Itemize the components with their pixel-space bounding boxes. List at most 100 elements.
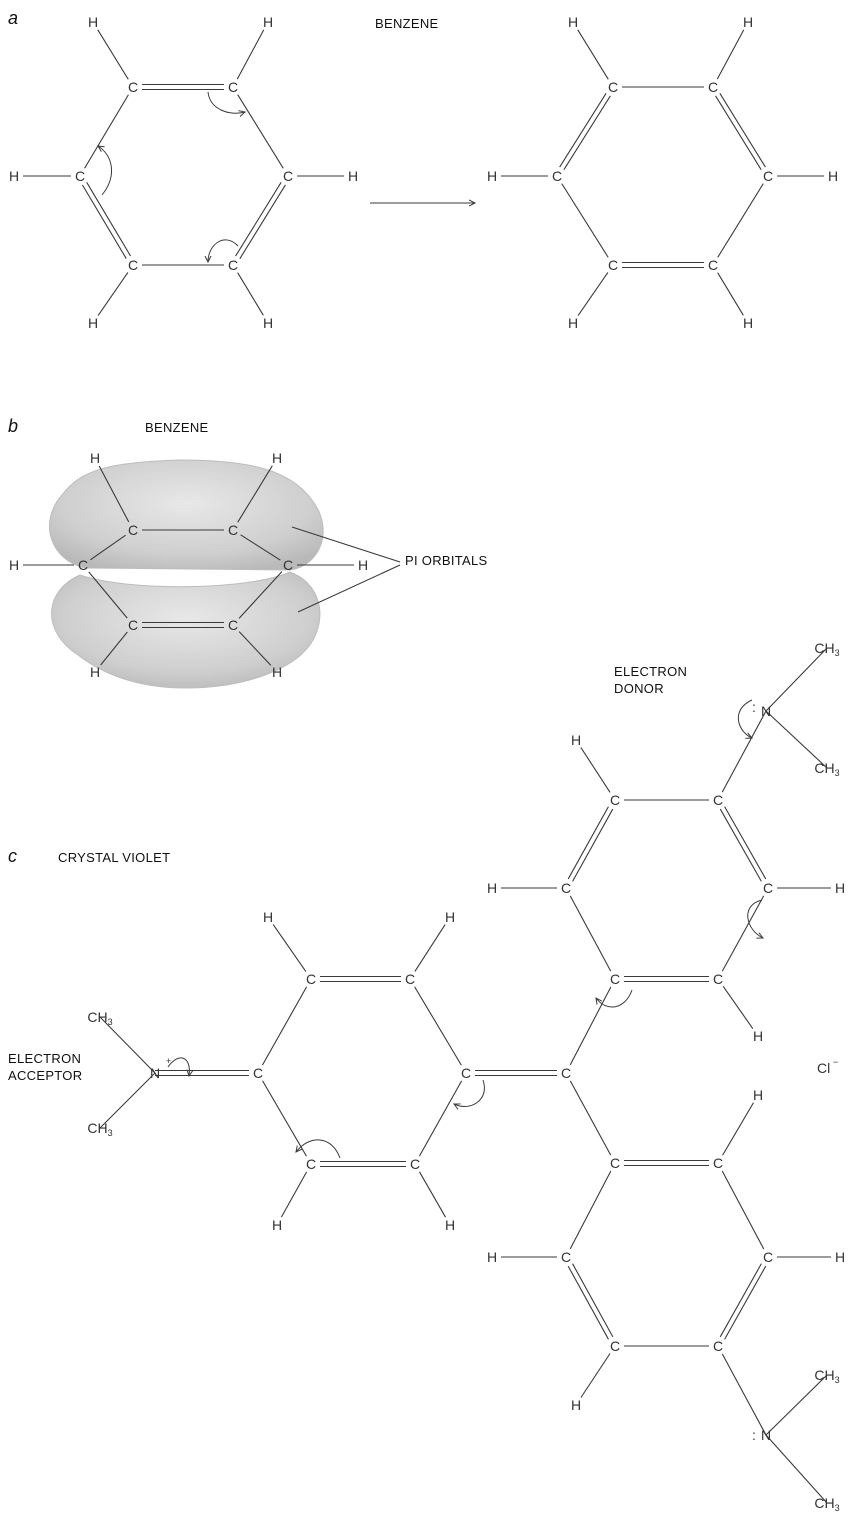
c-h-bond bbox=[236, 29, 265, 80]
hydrogen-atom: H bbox=[487, 1249, 497, 1265]
molecule-bond bbox=[721, 1170, 765, 1250]
molecule-bond bbox=[572, 1263, 614, 1338]
molecule-bond bbox=[580, 1353, 611, 1398]
carbon-atom: C bbox=[75, 168, 85, 184]
electron-acceptor-label-line2: ACCEPTOR bbox=[8, 1068, 82, 1083]
electron-acceptor-label-line1: ELECTRON bbox=[8, 1051, 81, 1066]
carbon-atom: C bbox=[608, 257, 618, 273]
c-h-bond bbox=[100, 631, 128, 666]
chloride-charge: − bbox=[833, 1057, 838, 1067]
panel-c-title: CRYSTAL VIOLET bbox=[58, 850, 170, 865]
ring-bond bbox=[81, 184, 127, 259]
carbon-atom: C bbox=[561, 1065, 571, 1081]
ring-bond bbox=[719, 93, 766, 168]
molecule-bond bbox=[567, 1265, 609, 1340]
molecule-bond bbox=[418, 1080, 463, 1157]
molecule-bond bbox=[414, 924, 446, 972]
nitrogen-positive-charge: + bbox=[166, 1056, 171, 1066]
ring-bond bbox=[84, 94, 129, 169]
orbital-pointer-lower bbox=[297, 564, 401, 613]
carbon-atom: C bbox=[561, 1249, 571, 1265]
c-h-bond bbox=[717, 272, 744, 316]
ring-bond bbox=[88, 571, 128, 619]
molecule-bond bbox=[719, 808, 762, 882]
c-h-bond bbox=[238, 631, 272, 666]
carbon-atom: C bbox=[128, 79, 138, 95]
carbon-atom: C bbox=[610, 1338, 620, 1354]
carbon-atom: C bbox=[128, 257, 138, 273]
hydrogen-atom: H bbox=[272, 664, 282, 680]
electron-shift-arrow bbox=[596, 989, 633, 1008]
ring-bond bbox=[717, 183, 764, 258]
methyl-group: CH3 bbox=[87, 1120, 112, 1138]
c-h-bond bbox=[716, 29, 745, 80]
molecule-bond bbox=[719, 1263, 762, 1338]
carbon-atom: C bbox=[713, 1155, 723, 1171]
carbon-atom: C bbox=[713, 1338, 723, 1354]
carbon-atom: C bbox=[228, 522, 238, 538]
electron-shift-arrow bbox=[167, 1057, 189, 1076]
hydrogen-atom: H bbox=[88, 14, 98, 30]
hydrogen-atom: H bbox=[753, 1028, 763, 1044]
panel-c-letter: c bbox=[8, 846, 17, 866]
methyl-group: CH3 bbox=[814, 760, 839, 778]
pi-orbital-cloud bbox=[48, 459, 324, 689]
ring-bond bbox=[90, 534, 126, 561]
hydrogen-atom: H bbox=[835, 1249, 845, 1265]
molecule-bond bbox=[262, 1080, 307, 1157]
molecule-bond bbox=[99, 1016, 156, 1074]
panel-b-letter: b bbox=[8, 416, 18, 436]
carbon-atom: C bbox=[713, 971, 723, 987]
ring-bond bbox=[235, 182, 282, 257]
orbital-pointer-upper bbox=[291, 526, 401, 563]
carbon-atom: C bbox=[763, 168, 773, 184]
hydrogen-atom: H bbox=[571, 1397, 581, 1413]
crystal-violet-bonds bbox=[99, 647, 831, 1504]
carbon-atom: C bbox=[228, 617, 238, 633]
molecule-bond bbox=[261, 986, 308, 1066]
ring-bond bbox=[238, 571, 283, 619]
c-h-bond bbox=[577, 29, 609, 80]
hydrogen-atom: H bbox=[568, 315, 578, 331]
hydrogen-atom: H bbox=[743, 14, 753, 30]
molecule-bond bbox=[765, 1434, 828, 1504]
molecule-bond bbox=[724, 1265, 767, 1340]
hydrogen-atom: H bbox=[568, 14, 578, 30]
ring-bond bbox=[715, 95, 762, 170]
methyl-group: CH3 bbox=[87, 1009, 112, 1027]
hydrogen-atom: H bbox=[348, 168, 358, 184]
nitrogen-atom-acceptor: N bbox=[150, 1065, 160, 1081]
molecule-bond bbox=[722, 1102, 754, 1156]
hydrogen-atom: H bbox=[272, 1217, 282, 1233]
hydrogen-atom: H bbox=[90, 450, 100, 466]
hydrogen-atom: H bbox=[263, 315, 273, 331]
hydrogen-atom: H bbox=[753, 1087, 763, 1103]
ring-bond bbox=[86, 182, 132, 257]
electron-shift-arrow bbox=[207, 91, 245, 113]
molecule-bond bbox=[572, 808, 614, 882]
molecule-bond bbox=[580, 747, 611, 793]
molecule-bond bbox=[765, 647, 828, 712]
molecule-bond bbox=[569, 1170, 612, 1250]
molecule-bond bbox=[419, 1171, 446, 1218]
molecule-bond bbox=[280, 1171, 308, 1218]
electron-donor-label-line1: ELECTRON bbox=[614, 664, 687, 679]
hydrogen-atom: H bbox=[445, 1217, 455, 1233]
molecule-bond bbox=[272, 924, 307, 972]
molecule-bond bbox=[722, 986, 754, 1029]
pi-orbital-lower bbox=[51, 571, 321, 689]
panel-b-title: BENZENE bbox=[145, 420, 209, 435]
carbon-atom: C bbox=[228, 79, 238, 95]
carbon-atom: C bbox=[283, 168, 293, 184]
hydrogen-atom: H bbox=[743, 315, 753, 331]
c-h-bond bbox=[577, 272, 609, 316]
electron-shift-arrows bbox=[167, 699, 763, 1159]
molecule-bond bbox=[724, 806, 767, 880]
carbon-atom: C bbox=[410, 1156, 420, 1172]
molecule-bond bbox=[721, 895, 765, 972]
